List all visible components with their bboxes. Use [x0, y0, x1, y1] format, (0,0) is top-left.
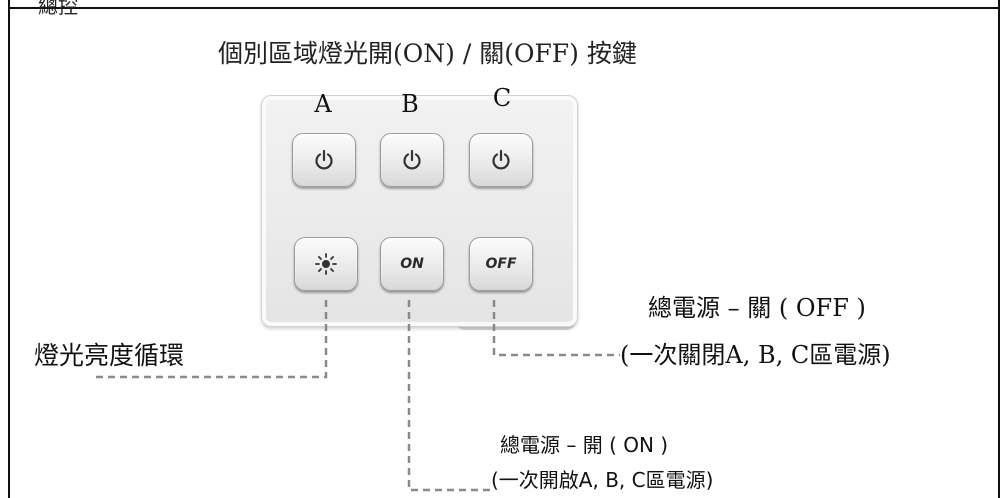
on-label: ON	[400, 256, 424, 272]
column-label-c: C	[492, 84, 512, 112]
table-border-left	[8, 0, 10, 498]
leader-off	[492, 300, 620, 357]
leader-on	[407, 300, 490, 492]
power-icon	[315, 149, 333, 170]
power-icon	[403, 149, 421, 170]
master-on-annotation-title: 總電源 – 開 ( ON )	[500, 433, 669, 457]
zone-b-power-button[interactable]	[380, 133, 444, 187]
table-border-right	[998, 0, 1000, 498]
master-on-annotation-detail: (一次開啟A, B, C區電源)	[491, 468, 714, 492]
table-border-top	[8, 7, 1000, 9]
column-label-a: A	[314, 90, 332, 118]
brightness-annotation: 燈光亮度循環	[34, 341, 185, 370]
master-off-annotation-title: 總電源 – 關 ( OFF )	[648, 294, 866, 322]
sun-icon	[315, 253, 337, 275]
master-off-button[interactable]: OFF	[469, 237, 533, 291]
zone-a-power-button[interactable]	[292, 133, 356, 187]
master-on-button[interactable]: ON	[380, 237, 444, 291]
column-label-b: B	[401, 90, 419, 118]
master-off-annotation-detail: (一次關閉A, B, C區電源)	[620, 341, 891, 369]
brightness-cycle-button[interactable]	[294, 237, 358, 291]
power-icon	[492, 149, 510, 170]
zone-c-power-button[interactable]	[469, 133, 533, 187]
diagram-title: 個別區域燈光開(ON) / 關(OFF) 按鍵	[218, 39, 637, 68]
leader-brightness	[92, 300, 328, 379]
off-label: OFF	[485, 256, 517, 272]
header-fragment: 總控	[38, 0, 78, 18]
